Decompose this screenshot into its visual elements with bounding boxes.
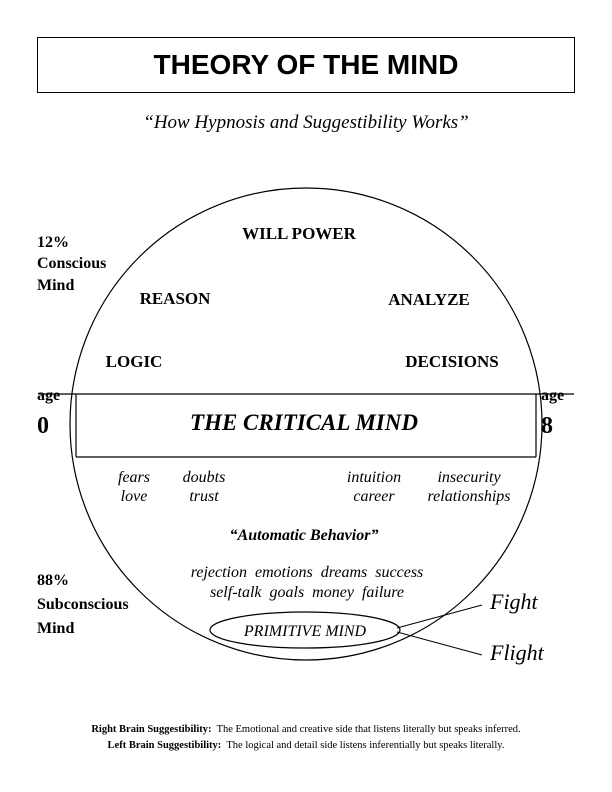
primitive-mind-ellipse (209, 611, 401, 649)
footer-left-text: The logical and detail side listens infe… (226, 740, 505, 751)
subconscious-percent: 88% (37, 572, 69, 589)
term-trust: trust (189, 488, 219, 505)
term-analyze: ANALYZE (388, 290, 470, 309)
term-decisions: DECISIONS (405, 352, 499, 371)
footer-right-label: Right Brain Suggestibility: (91, 724, 212, 735)
critical-mind-label: THE CRITICAL MIND (190, 410, 418, 435)
conscious-label-1: Conscious (37, 255, 106, 272)
flight-connector (396, 631, 483, 656)
primitive-mind-label: PRIMITIVE MIND (243, 623, 367, 640)
term-reason: REASON (140, 289, 212, 308)
footer-right-text: The Emotional and creative side that lis… (216, 724, 521, 735)
term-career: career (353, 488, 395, 505)
age-right-value: 8 (541, 413, 553, 439)
age-left-label: age (37, 387, 60, 404)
subconscious-label-1: Subconscious (37, 596, 129, 613)
term-intuition: intuition (347, 469, 401, 486)
term-love: love (121, 488, 148, 505)
conscious-percent: 12% (37, 234, 69, 251)
fight-label: Fight (489, 589, 539, 614)
term-relationships: relationships (428, 488, 511, 505)
term-insecurity: insecurity (437, 469, 501, 486)
age-left-value: 0 (37, 413, 49, 439)
flight-label: Flight (489, 640, 545, 665)
page-title: THEORY OF THE MIND (37, 37, 575, 93)
mind-circle (69, 187, 543, 661)
footer-left-brain: Left Brain Suggestibility: The logical a… (0, 740, 612, 751)
term-fears: fears (118, 469, 150, 486)
age-right-label: age (541, 387, 564, 404)
conscious-label-2: Mind (37, 277, 74, 294)
fight-connector (396, 604, 483, 629)
automatic-behavior-label: “Automatic Behavior” (230, 527, 379, 544)
term-will-power: WILL POWER (242, 224, 357, 243)
term-row-1: rejection emotions dreams success (191, 564, 424, 581)
term-logic: LOGIC (106, 352, 163, 371)
subconscious-label-2: Mind (37, 620, 74, 637)
term-doubts: doubts (183, 469, 226, 486)
footer-right-brain: Right Brain Suggestibility: The Emotiona… (0, 724, 612, 735)
term-row-2: self-talk goals money failure (210, 584, 404, 601)
footer-left-label: Left Brain Suggestibility: (107, 740, 222, 751)
subtitle: “How Hypnosis and Suggestibility Works” (143, 112, 469, 133)
